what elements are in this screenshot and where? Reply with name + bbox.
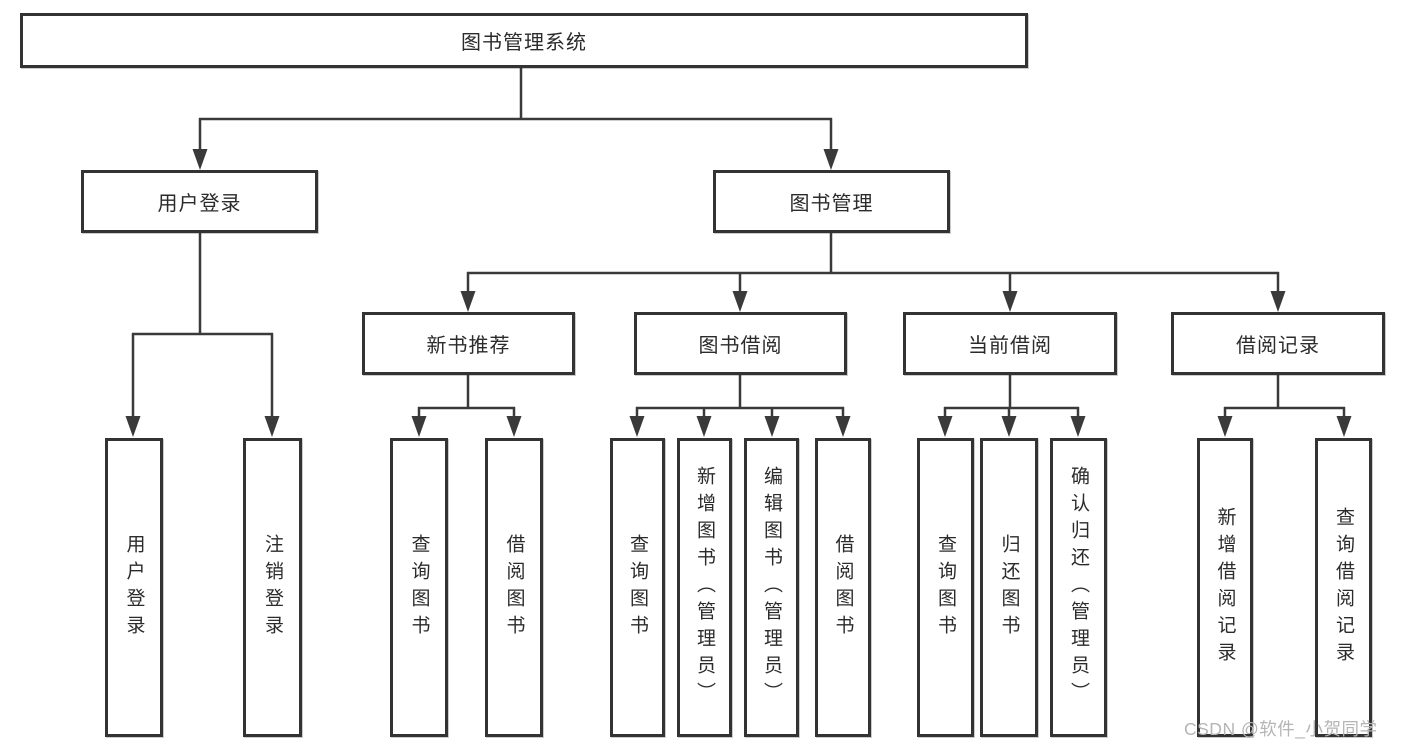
leaf-query-books-borrow: 查询图书 <box>610 438 665 737</box>
leaf-borrow-books-recommend: 借阅图书 <box>485 438 543 737</box>
node-book-borrow: 图书借阅 <box>634 312 847 375</box>
leaf-edit-book-admin: 编辑图书（管理员） <box>744 438 799 737</box>
node-borrow-records: 借阅记录 <box>1171 312 1385 375</box>
leaf-query-books-recommend: 查询图书 <box>390 438 448 737</box>
leaf-add-borrow-record: 新增借阅记录 <box>1197 438 1253 737</box>
node-book-management: 图书管理 <box>713 170 950 233</box>
leaf-return-book: 归还图书 <box>980 438 1038 737</box>
leaf-confirm-return-admin: 确认归还（管理员） <box>1050 438 1107 737</box>
leaf-logout-login: 注销登录 <box>243 438 302 737</box>
node-root-system: 图书管理系统 <box>20 13 1028 68</box>
node-current-borrow: 当前借阅 <box>903 312 1117 375</box>
leaf-query-books-current: 查询图书 <box>917 438 974 737</box>
watermark: CSDN @软件_小贺同学 <box>1184 719 1378 739</box>
leaf-add-book-admin: 新增图书（管理员） <box>677 438 732 737</box>
connector-paths <box>131 66 1346 419</box>
leaf-user-login: 用户登录 <box>105 438 163 737</box>
arrowheads <box>125 149 1352 437</box>
node-user-login: 用户登录 <box>81 170 318 233</box>
node-new-book-recommend: 新书推荐 <box>362 312 575 375</box>
leaf-borrow-books: 借阅图书 <box>815 438 871 737</box>
leaf-query-borrow-record: 查询借阅记录 <box>1315 438 1372 737</box>
